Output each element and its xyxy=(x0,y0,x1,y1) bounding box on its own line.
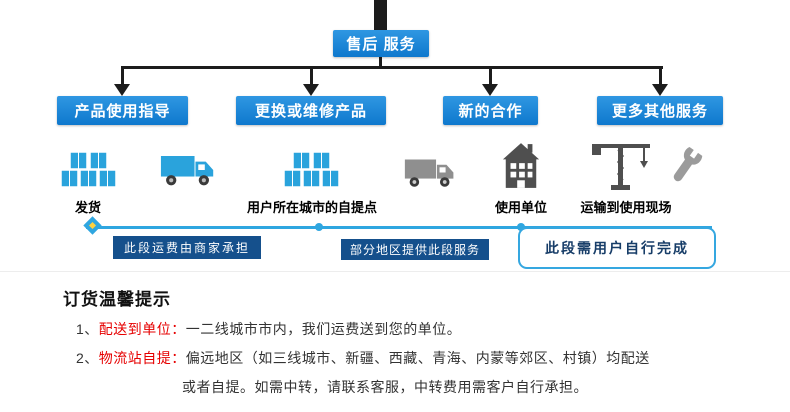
connector-stem-1 xyxy=(121,69,124,85)
tip-item-1: 1、配送到单位：一二线城市市内，我们运费送到您的单位。 xyxy=(76,319,461,339)
divider xyxy=(0,271,790,272)
tip-text: 偏远地区（如三线城市、新疆、西藏、青海、内蒙等郊区、村镇）均配送 xyxy=(185,350,650,366)
branch-node-new-cooperation: 新的合作 xyxy=(443,96,538,125)
branch-label: 新的合作 xyxy=(458,103,523,120)
station-label-shipping: 发货 xyxy=(74,200,101,215)
wrench-icon xyxy=(666,144,704,195)
branch-node-more-services: 更多其他服务 xyxy=(597,96,723,125)
connector-stem-4 xyxy=(659,69,662,85)
connector-stem-2 xyxy=(310,69,313,85)
tip-item-2-continued: 或者自提。如需中转，请联系客服，中转费用需客户自行承担。 xyxy=(182,379,588,395)
connector-stem-3 xyxy=(489,69,492,85)
arrow-down-icon xyxy=(652,84,668,96)
arrow-down-icon xyxy=(482,84,498,96)
branch-node-product-guidance: 产品使用指导 xyxy=(57,96,188,125)
branch-label: 更换或维修产品 xyxy=(254,103,367,120)
tip-text: 一二线城市市内，我们运费送到您的单位。 xyxy=(185,321,462,337)
cargo-boxes-icon xyxy=(60,147,118,196)
timeline-dot xyxy=(315,223,323,231)
connector-root-stem xyxy=(379,57,382,68)
tip-number: 1、 xyxy=(76,321,99,337)
tip-number: 2、 xyxy=(76,350,99,366)
connector-horizontal xyxy=(121,66,663,69)
tip-item-2: 2、物流站自提：偏远地区（如三线城市、新疆、西藏、青海、内蒙等郊区、村镇）均配送 xyxy=(76,348,650,368)
timeline-line xyxy=(86,226,712,229)
station-label-transport-site: 运输到使用现场 xyxy=(580,200,672,215)
tips-title: 订货温馨提示 xyxy=(63,290,171,309)
station-label-using-unit: 使用单位 xyxy=(494,200,547,215)
arrow-down-icon xyxy=(114,84,130,96)
truck-icon xyxy=(160,152,216,193)
arrow-down-icon xyxy=(303,84,319,96)
root-node-label: 售后 服务 xyxy=(346,36,416,53)
station-label-pickup-point: 用户所在城市的自提点 xyxy=(246,200,377,215)
crane-icon xyxy=(588,140,654,197)
truck-icon xyxy=(404,156,456,194)
root-node: 售后 服务 xyxy=(333,30,429,57)
segment-label-partial-service: 部分地区提供此段服务 xyxy=(341,239,490,260)
branch-label: 产品使用指导 xyxy=(74,103,171,120)
building-icon xyxy=(501,142,541,195)
segment-label-merchant-paid: 此段运费由商家承担 xyxy=(113,236,262,259)
branch-node-replace-repair: 更换或维修产品 xyxy=(236,96,386,125)
timeline-dot xyxy=(517,223,525,231)
cargo-boxes-icon xyxy=(283,147,341,196)
branch-label: 更多其他服务 xyxy=(611,103,708,120)
connector-top-stem xyxy=(374,0,387,30)
segment-box-user-self: 此段需用户自行完成 xyxy=(518,227,716,269)
tip-key: 物流站自提： xyxy=(98,350,186,366)
timeline-start-marker xyxy=(83,216,102,235)
tip-key: 配送到单位： xyxy=(98,321,186,337)
